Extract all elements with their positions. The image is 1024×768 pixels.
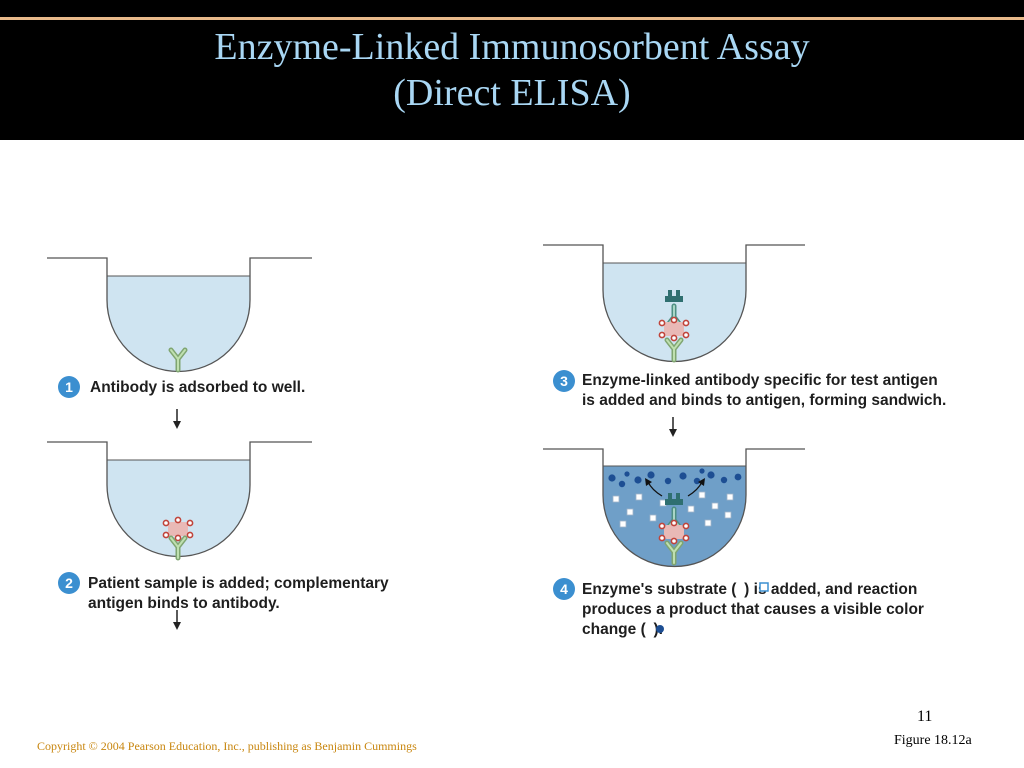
step-4-text-line-1: Enzyme's substrate ( ) is added, and rea…: [582, 581, 917, 598]
product-dots: [608, 468, 742, 488]
page-number: 11: [917, 708, 933, 725]
step-4-text-line-2: produces a product that causes a visible…: [582, 601, 924, 618]
copyright-notice: Copyright © 2004 Pearson Education, Inc.…: [37, 739, 417, 753]
step-4-text-line-3: change ( ).: [582, 621, 663, 638]
svg-text:3: 3: [560, 373, 568, 389]
substrate-squares: [612, 491, 734, 528]
step-2-text-line-1: Patient sample is added; complementary: [88, 575, 389, 592]
well-fluid: [107, 276, 250, 372]
step-badge-1: 1: [58, 376, 80, 398]
well-step-2: [47, 441, 312, 558]
title-bar: [0, 0, 1024, 140]
well-step-1: [47, 257, 312, 372]
elisa-diagram: 1 2 3 4 Antibody is adsorbed to well. Pa…: [47, 244, 946, 638]
svg-text:2: 2: [65, 575, 73, 591]
substrate-symbol-icon: [759, 582, 769, 592]
step-badge-3: 3: [553, 370, 575, 392]
product-symbol-icon: [656, 625, 664, 633]
well-step-3: [543, 244, 805, 362]
title-line-2: (Direct ELISA): [393, 72, 631, 114]
step-3-text-line-1: Enzyme-linked antibody specific for test…: [582, 372, 938, 389]
figure-label: Figure 18.12a: [894, 733, 972, 748]
arrow-1-2: [172, 408, 182, 430]
step-1-text: Antibody is adsorbed to well.: [90, 379, 305, 396]
slide-title: Enzyme-Linked Immunosorbent Assay (Direc…: [0, 24, 1024, 116]
well-fluid: [107, 460, 250, 557]
step-3-text-line-2: is added and binds to antigen, forming s…: [582, 392, 946, 409]
well-outline: [543, 448, 805, 568]
svg-text:4: 4: [560, 581, 568, 597]
arrow-2-below: [172, 609, 182, 631]
svg-text:1: 1: [65, 379, 73, 395]
step-badge-4: 4: [553, 578, 575, 600]
title-accent-line: [0, 17, 1024, 20]
step-2-text-line-2: antigen binds to antibody.: [88, 595, 280, 612]
arrow-3-4: [668, 416, 678, 438]
well-step-4: [543, 448, 805, 568]
step-badge-2: 2: [58, 572, 80, 594]
title-line-1: Enzyme-Linked Immunosorbent Assay: [214, 26, 810, 68]
